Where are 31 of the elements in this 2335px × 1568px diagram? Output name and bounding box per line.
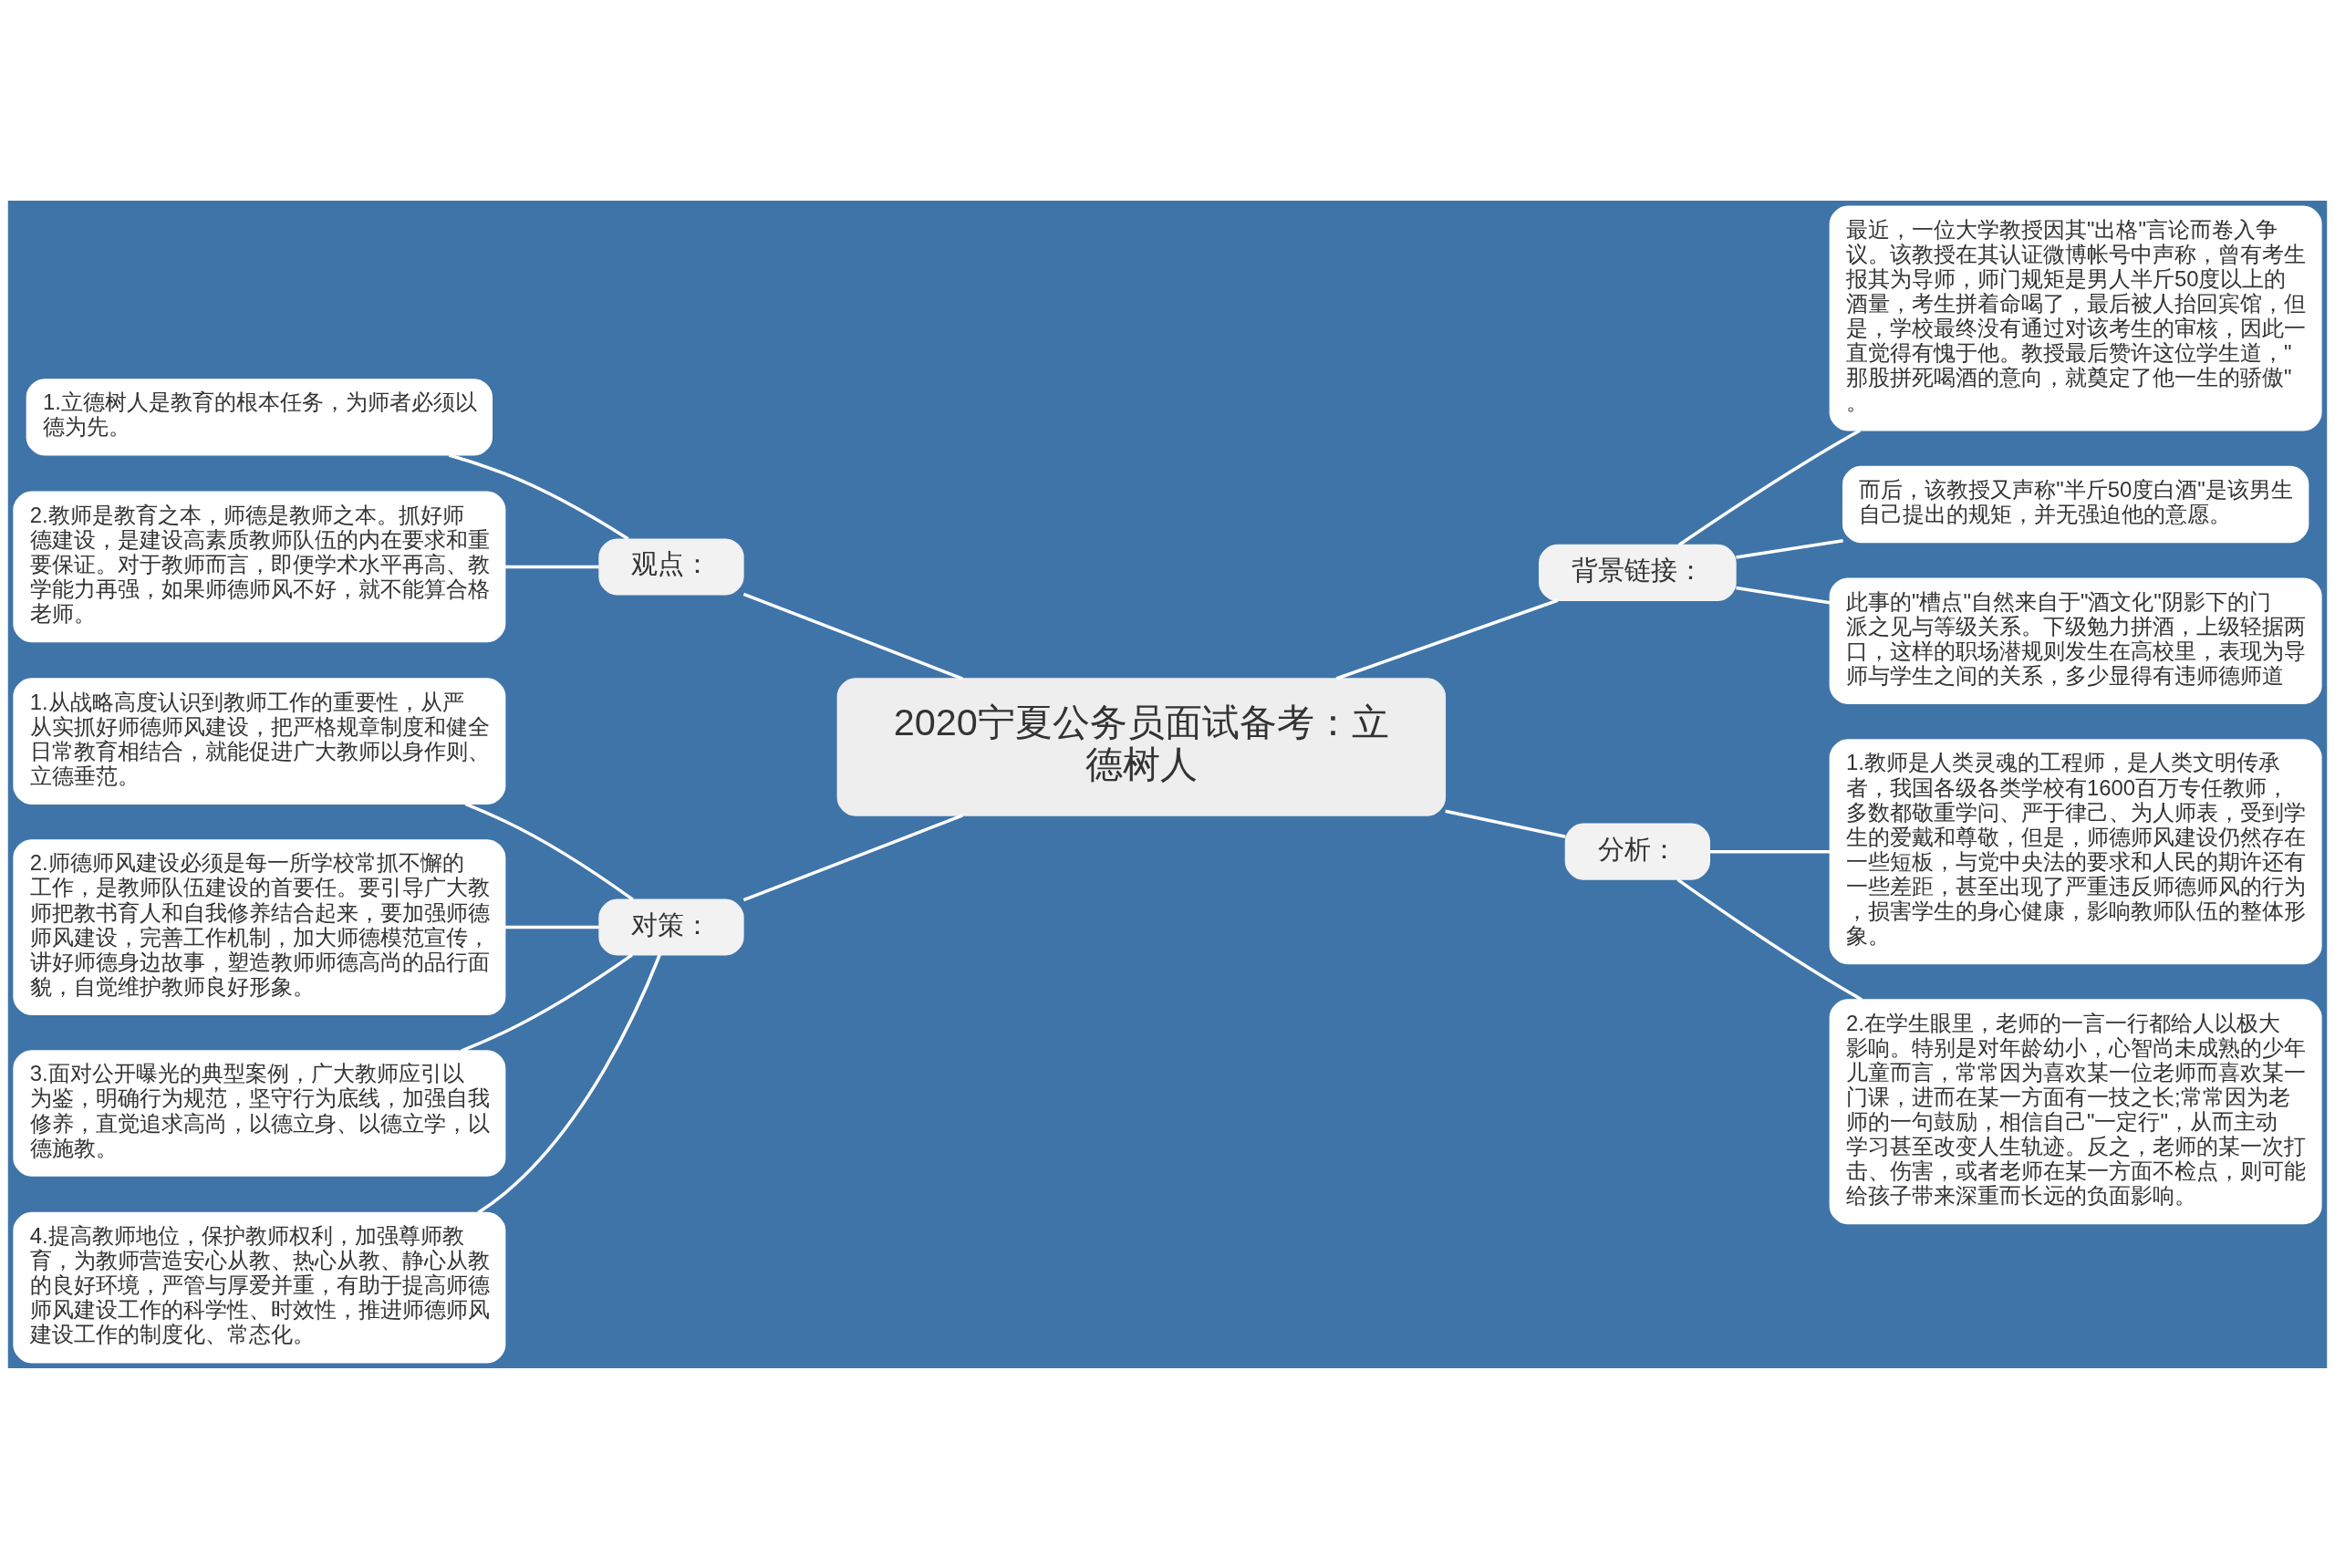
- connector: [448, 452, 629, 540]
- node-box: 对策：: [598, 898, 744, 956]
- connector: [1709, 849, 1830, 853]
- connector: [1677, 428, 1861, 546]
- connector: [1736, 586, 1831, 604]
- connector: [477, 953, 661, 1214]
- node-box: 1.教师是人类灵魂的工程师，是人类文明传承者，我国各级各类学校有1600百万专任教师，多数都敬重学问、严于律己、为人师表，受到学生的爱戴和尊敬，但是，师德师风建设仍然存在一些短板，与党中央法的要求和人民的期许还有一些差距，甚至出现了严重违反师德师风的行为，损害学生的身心健康，影响教师队伍的整体形象。: [1829, 738, 2322, 964]
- node-box: 分析：: [1564, 823, 1710, 880]
- node-box: 3.面对公开曝光的典型案例，广大教师应引以为鉴，明确行为规范，坚守行为底线，加强自我修养，直觉追求高尚，以德立身、以德立学，以德施教。: [13, 1049, 506, 1177]
- connector: [742, 813, 964, 901]
- node-box: 1.立德树人是教育的根本任务，为师者必须以德为先。: [26, 378, 493, 456]
- node-box: 2020宁夏公务员面试备考：立德树人: [836, 677, 1447, 816]
- node-box: 观点：: [598, 537, 744, 595]
- connector: [464, 802, 634, 900]
- connector: [1676, 877, 1863, 1001]
- connector: [1445, 809, 1566, 838]
- node-box: 1.从战略高度认识到教师工作的重要性，从严从实抓好师德师风建设，把严格规章制度和健全日常教育相结合，就能促进广大教师以身作则、立德垂范。: [13, 677, 506, 805]
- node-box: 4.提高教师地位，保护教师权利，加强尊师教育，为教师营造安心从教、热心从教、静心从教的良好环境，严管与厚爱并重，有助于提高师德师风建设工作的科学性、时效性，推进师德师风建设工作的制度化、常态化。: [13, 1211, 506, 1363]
- connector: [504, 925, 599, 929]
- node-box: 而后，该教授又声称"半斤50度白酒"是该男生自己提出的规矩，并无强迫他的意愿。: [1842, 465, 2309, 543]
- node-box: 背景链接：: [1539, 544, 1737, 601]
- node-box: 2.教师是教育之本，师德是教师之本。抓好师德建设，是建设高素质教师队伍的内在要求和重要保证。对于教师而言，即便学术水平再高、教学能力再强，如果师德师风不好，就不能算合格老师。: [13, 491, 506, 642]
- connector: [1736, 538, 1843, 559]
- connector: [1335, 598, 1559, 680]
- node-box: 此事的"槽点"自然来自于"酒文化"阴影下的门派之见与等级关系。下级勉力拼酒，上级轻据两口，这样的职场潜规则发生在高校里，表现为导师与学生之间的关系，多少显得有违师德师道: [1829, 576, 2322, 704]
- connector: [742, 592, 964, 680]
- node-box: 最近，一位大学教授因其"出格"言论而卷入争议。该教授在其认证微博帐号中声称，曾有考生报其为导师，师门规矩是男人半斤50度以上的酒量，考生拼着命喝了，最后被人抬回宾馆，但是，学校最终没有通过对该考生的审核，因此一直觉得有愧于他。教授最后赞许这位学生道，"那股拼死喝酒的意向，就奠定了他一生的骄傲"。: [1829, 205, 2322, 431]
- connector: [504, 565, 599, 568]
- node-box: 2.在学生眼里，老师的一言一行都给人以极大影响。特别是对年龄幼小，心智尚未成熟的少年儿童而言，常常因为喜欢某一位老师而喜欢某一门课，进而在某一方面有一技之长;常常因为老师的一句鼓励，相信自己"一定行"，从而主动学习甚至改变人生轨迹。反之，老师的某一次打击、伤害，或者老师在某一方面不检点，则可能给孩子带来深重而长远的负面影响。: [1829, 998, 2322, 1224]
- node-box: 2.师德师风建设必须是每一所学校常抓不懈的工作，是教师队伍建设的首要任。要引导广大教师把教书育人和自我修养结合起来，要加强师德师风建设，完善工作机制，加大师德模范宣传，讲好师德身边故事，塑造教师师德高尚的品行面貌，自觉维护教师良好形象。: [13, 838, 506, 1015]
- connector: [461, 952, 633, 1053]
